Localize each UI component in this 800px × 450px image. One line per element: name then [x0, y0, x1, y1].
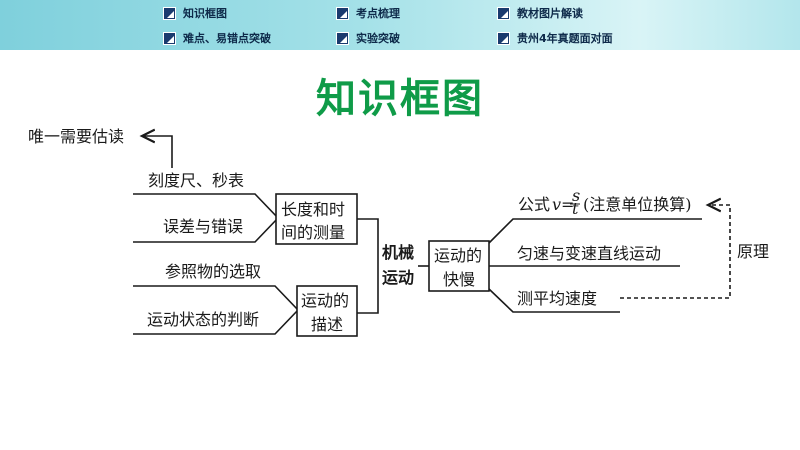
principle-label: 原理 — [737, 242, 769, 261]
nav-experiments[interactable]: 实验突破 — [336, 30, 400, 46]
nav-label: 实验突破 — [356, 32, 400, 45]
nav-textbook-images[interactable]: 教材图片解读 — [497, 5, 583, 21]
estimate-note: 唯一需要估读 — [28, 127, 124, 146]
formula-prefix: 公式 — [518, 195, 550, 214]
formula-suffix: (注意单位换算) — [583, 195, 692, 214]
center-line1: 机械 — [382, 243, 414, 262]
item-motion-state: 运动状态的判断 — [147, 310, 259, 329]
triangle-bullet-icon — [163, 6, 176, 20]
label-speed-line1: 运动的 — [434, 246, 482, 265]
nav-label: 考点梳理 — [356, 7, 400, 20]
principle-dashed-arrow — [620, 205, 731, 299]
item-error-mistake: 误差与错误 — [163, 217, 243, 236]
item-average-speed: 测平均速度 — [517, 289, 597, 308]
item-reference-frame: 参照物的选取 — [165, 262, 261, 281]
label-measure-line1: 长度和时 — [281, 200, 345, 219]
box-length-time-measurement — [275, 193, 358, 245]
speed-bracket-outer — [488, 218, 702, 313]
triangle-bullet-icon — [497, 31, 510, 45]
nav-key-points[interactable]: 考点梳理 — [336, 5, 400, 21]
estimate-arrow — [142, 136, 173, 168]
nav-label: 难点、易错点突破 — [183, 32, 271, 45]
formula-equals: = — [561, 195, 574, 214]
top-nav-bar: 知识框图 考点梳理 教材图片解读 难点、易错点突破 实验突破 贵州4年真题面对面 — [0, 0, 800, 50]
triangle-bullet-icon — [497, 6, 510, 20]
item-ruler-stopwatch: 刻度尺、秒表 — [148, 171, 244, 190]
nav-label: 贵州4年真题面对面 — [517, 32, 613, 45]
triangle-bullet-icon — [163, 31, 176, 45]
box-motion-speed — [428, 240, 490, 292]
formula-v: v — [552, 195, 561, 214]
label-measure-line2: 间的测量 — [281, 223, 345, 242]
nav-past-exams[interactable]: 贵州4年真题面对面 — [497, 30, 613, 46]
item-uniform-variable-motion: 匀速与变速直线运动 — [517, 244, 661, 263]
center-line2: 运动 — [382, 268, 414, 287]
nav-label: 教材图片解读 — [517, 7, 583, 20]
triangle-bullet-icon — [336, 6, 349, 20]
label-describe-line2: 描述 — [311, 315, 343, 334]
label-describe-line1: 运动的 — [301, 291, 349, 310]
page-title: 知识框图 — [316, 76, 484, 122]
box-motion-description — [296, 285, 358, 337]
nav-label: 知识框图 — [183, 7, 227, 20]
center-bracket — [357, 218, 379, 314]
label-speed-line2: 快慢 — [443, 270, 475, 289]
nav-knowledge-framework[interactable]: 知识框图 — [163, 5, 227, 21]
triangle-bullet-icon — [336, 31, 349, 45]
formula-denominator: t — [572, 199, 579, 218]
nav-difficulties[interactable]: 难点、易错点突破 — [163, 30, 271, 46]
formula-numerator: s — [572, 186, 580, 205]
